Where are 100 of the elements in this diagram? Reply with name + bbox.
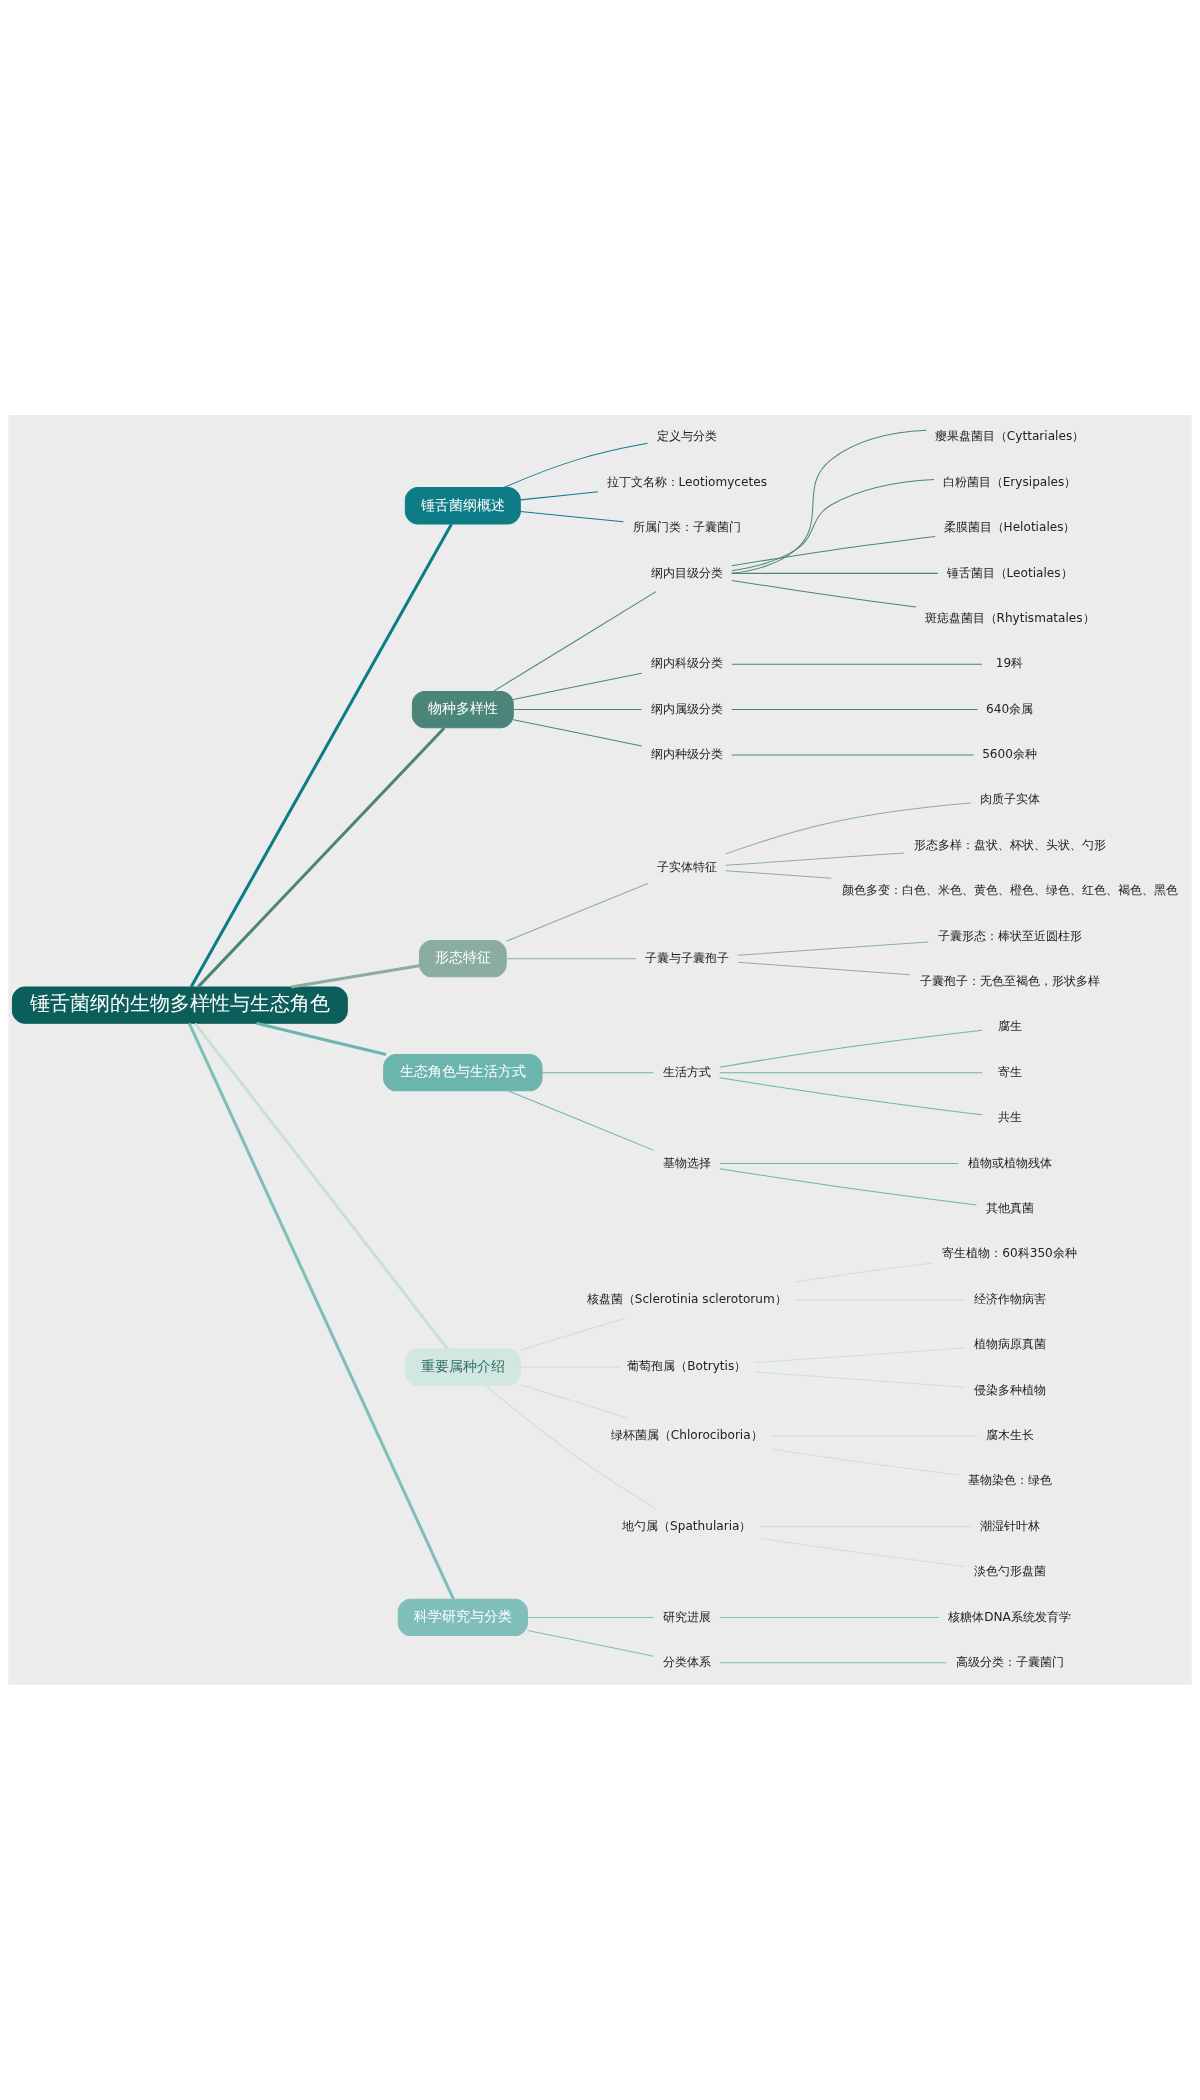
node-box: 形态特征	[418, 940, 507, 978]
connector	[719, 1029, 983, 1068]
node-text: 侵染多种植物	[973, 1382, 1046, 1397]
connector	[526, 1616, 655, 1618]
node-text: 锤舌菌目（Leotiales）	[946, 565, 1073, 580]
node-text: 形态多样：盘状、杯状、头状、勺形	[913, 837, 1106, 852]
connector	[197, 727, 446, 988]
connector	[759, 1526, 971, 1528]
node-text: 潮湿针叶林	[979, 1518, 1040, 1533]
node-text: 肉质子实体	[979, 792, 1040, 807]
connector	[519, 510, 624, 523]
node-text: 腐木生长	[985, 1427, 1034, 1442]
node-text: 绿杯菌属（Chlorociboria）	[610, 1427, 763, 1442]
node-text: 其他真菌	[985, 1201, 1034, 1215]
node-box: 科学研究与分类	[397, 1598, 528, 1637]
connector	[725, 802, 972, 855]
node-text: 所属门类：子囊菌门	[632, 520, 741, 535]
connector	[507, 1090, 655, 1151]
node-text: 研究进展	[662, 1609, 711, 1624]
connector	[770, 1448, 960, 1476]
connector	[512, 672, 643, 700]
connector	[731, 536, 936, 567]
node-text: 定义与分类	[656, 429, 717, 444]
node-text: 拉丁文名称：Leotiomycetes	[606, 474, 767, 489]
connector	[493, 591, 657, 692]
connector	[725, 852, 905, 866]
node-text: 纲内种级分类	[650, 747, 723, 762]
connector	[719, 1168, 978, 1206]
connector	[519, 491, 599, 501]
node-text: 生活方式	[662, 1064, 711, 1079]
connector	[485, 1385, 656, 1509]
connector	[719, 1616, 940, 1618]
node-text: 640余属	[986, 701, 1034, 716]
connector	[754, 1347, 965, 1364]
node-text: 高级分类：子囊菌门	[955, 1654, 1064, 1669]
node-text: 子实体特征	[656, 860, 717, 875]
connector	[731, 479, 935, 572]
connector	[719, 1077, 983, 1116]
connector	[189, 523, 453, 988]
node-text: 瘿果盘菌目（Cyttariales）	[934, 429, 1085, 444]
connector	[731, 663, 983, 665]
node-text: 葡萄孢属（Botrytis）	[627, 1359, 747, 1374]
connector	[503, 442, 649, 489]
connector	[290, 964, 420, 989]
connector	[731, 579, 917, 608]
node-text: 子囊形态：棒状至近圆柱形	[937, 928, 1082, 943]
connector	[526, 1629, 655, 1657]
node-text: 颜色多变：白色、米色、黄色、橙色、绿色、红色、褐色、黑色	[841, 883, 1178, 898]
node-text: 白粉菌目（Erysipales）	[942, 474, 1077, 489]
node-text: 分类体系	[662, 1654, 711, 1669]
connector	[794, 1262, 935, 1283]
connector	[731, 754, 974, 756]
node-text: 腐生	[997, 1019, 1022, 1034]
connector	[256, 1021, 387, 1056]
node-box: 锤舌菌纲概述	[404, 487, 521, 525]
connector	[519, 1317, 627, 1351]
node-box: 生态角色与生活方式	[383, 1054, 543, 1092]
node-text: 寄生	[997, 1064, 1022, 1079]
node-box: 锤舌菌纲的生物多样性与生态角色	[11, 986, 348, 1024]
node-text: 19科	[995, 656, 1024, 671]
connector	[194, 1022, 449, 1350]
connector	[737, 941, 929, 956]
node-text: 地勺属（Spathularia）	[622, 1518, 752, 1533]
node-text: 基物染色：绿色	[967, 1473, 1052, 1488]
connector	[505, 958, 637, 960]
node-text: 纲内目级分类	[650, 565, 723, 580]
connector	[512, 719, 643, 747]
node-text: 斑痣盘菌目（Rhytismatales）	[924, 610, 1095, 625]
node-text: 植物病原真菌	[973, 1337, 1046, 1352]
node-text: 纲内科级分类	[650, 656, 723, 671]
connector	[719, 1662, 947, 1664]
connector	[754, 1371, 965, 1388]
connector	[759, 1537, 965, 1568]
node-text: 核盘菌（Sclerotinia sclerotorum）	[586, 1291, 787, 1306]
connector	[541, 1072, 655, 1074]
node-box: 物种多样性	[411, 690, 514, 729]
node-text: 核糖体DNA系统发育学	[948, 1609, 1071, 1624]
connector	[737, 961, 911, 976]
node-text: 经济作物病害	[973, 1291, 1046, 1306]
connector	[725, 870, 832, 879]
connector	[187, 1022, 455, 1600]
node-text: 柔膜菌目（Helotiales）	[943, 520, 1076, 535]
node-text: 5600余种	[982, 747, 1037, 762]
node-text: 纲内属级分类	[650, 701, 723, 716]
connector	[719, 1072, 983, 1074]
connector	[731, 429, 927, 574]
node-text: 淡色勺形盘菌	[973, 1564, 1046, 1579]
connector	[519, 1384, 628, 1419]
connector	[505, 882, 649, 942]
connector	[719, 1162, 959, 1164]
node-box: 重要属种介绍	[404, 1348, 521, 1386]
connector	[731, 572, 939, 574]
node-text: 子囊孢子：无色至褐色，形状多样	[919, 974, 1100, 989]
node-text: 寄生植物：60科350余种	[942, 1246, 1077, 1261]
node-text: 基物选择	[662, 1155, 711, 1170]
node-text: 子囊与子囊孢子	[644, 950, 729, 965]
node-text: 共生	[997, 1110, 1022, 1125]
connector	[512, 709, 643, 711]
connector	[731, 709, 979, 711]
node-text: 植物或植物残体	[967, 1155, 1052, 1170]
